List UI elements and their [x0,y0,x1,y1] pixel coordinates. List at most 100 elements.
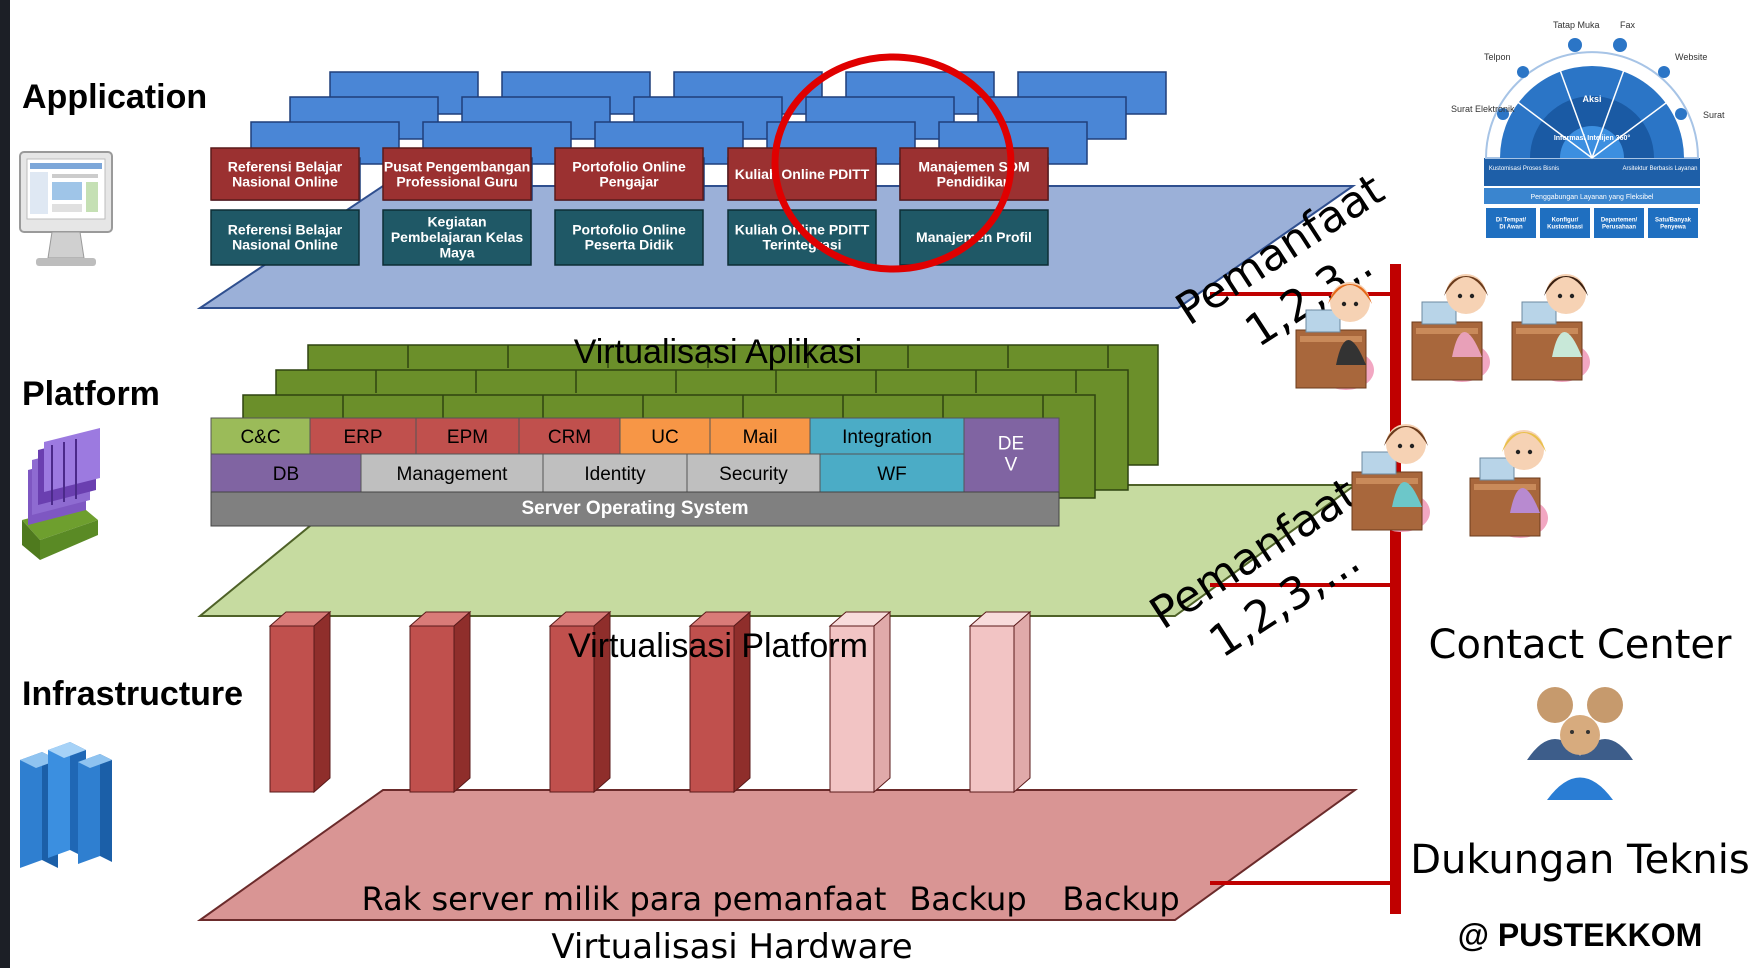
wheel-label-website: Website [1675,52,1707,62]
platform-block-label: Mail [743,427,778,448]
credit-label: @ PUSTEKKOM [1458,917,1703,953]
agent-hair [1328,284,1372,304]
backup-server-side [873,610,891,794]
infrastructure-layer [196,610,1359,921]
platform-block [542,453,688,493]
platform-block [709,417,811,455]
agent-body [1510,488,1540,513]
server-side [733,610,751,794]
agent-laptop [1521,301,1557,325]
agent-face [1546,274,1586,314]
layer-label-platform: Platform [22,375,160,413]
app-box-top [210,147,360,201]
agent-drawer [1516,328,1578,334]
platform-block-label: ERP [343,427,382,448]
app-box-bottom [382,209,532,266]
wheel-label-surat-elektronik: Surat Elektronik [1451,104,1515,114]
support-label: Dukungan Teknis [1410,837,1749,883]
layer-label-infrastructure: Infrastructure [22,675,243,713]
agent-body [1336,340,1366,365]
agent-hair [1384,426,1428,446]
platform-block-label: WF [877,464,907,485]
app-box-top [727,147,877,201]
platform-block-label: Integration [842,427,932,448]
platform-block [210,417,311,455]
agent-eye [1527,449,1533,455]
agent-face [1504,430,1544,470]
platform-block [619,417,711,455]
backup-label-2: Backup [1062,880,1179,918]
platform-block-label: UC [651,427,678,448]
backup-label-1: Backup [909,880,1026,918]
monitor-icon [19,151,113,266]
rack-label: Rak server milik para pemanfaat [362,880,887,918]
agent-eye [1353,301,1359,307]
agent-drawer [1416,328,1478,334]
platform-block [686,453,821,493]
wheel-label-tatap-muka: Tatap Muka [1553,20,1600,30]
agent-face [1330,282,1370,322]
wheel-strip: Penggabungan Layanan yang Fleksibel [1531,194,1654,201]
wheel-label-fax: Fax [1620,20,1636,30]
platform-block [819,453,965,493]
agent-hair [1502,432,1546,452]
app-box-bottom [554,209,704,266]
os-block [210,491,1060,527]
agent-eye [1515,449,1521,455]
server-side [593,610,611,794]
wheel-band-right: Arsitektur Berbasis Layanan [1622,166,1697,172]
wheel-footer-label: Di Tempat/Di Awan [1496,217,1527,230]
agent-body [1552,332,1582,357]
app-box-top-label: Kuliah Online PDITT [735,166,870,182]
caption-platform: Virtualisasi Platform [568,627,868,665]
server-rack [409,625,455,793]
platform-stack-icon [22,428,100,560]
platform-block-label: C&C [240,427,280,448]
backup-server-side [1013,610,1031,794]
agent-eye [1569,293,1575,299]
wheel-band-left: Kustomisasi Proses Bisnis [1489,166,1559,172]
wheel-label-surat: Surat [1703,110,1725,120]
connector-lines [1210,264,1401,914]
server-racks [268,610,1032,794]
app-box-bottom [210,209,360,266]
app-box-top [554,147,704,201]
agent-eye [1457,293,1463,299]
layer-label-application: Application [22,78,207,116]
wheel-footer-label: Konfigur/Kustomisasi [1547,217,1583,230]
wheel-center-aksi: Aksi [1582,94,1601,104]
agent-drawer [1474,484,1536,490]
contact-center-agents [1295,274,1590,538]
agent-face [1386,424,1426,464]
app-box-top [899,147,1049,201]
agent-eye [1469,293,1475,299]
platform-block [518,417,621,455]
app-box-bottom [727,209,877,266]
platform-block-label: Identity [584,464,646,485]
platform-block-label: Management [397,464,509,485]
server-side [453,610,471,794]
server-rack [269,625,315,793]
agent-drawer [1300,336,1362,342]
caption-infrastructure: Virtualisasi Hardware [551,927,912,967]
highlight-circle [771,53,1015,273]
platform-block [309,417,417,455]
agent-face [1446,274,1486,314]
agent-eye [1557,293,1563,299]
platform-block-label: Security [719,464,788,485]
wheel-footer-label: Departemen/Perusahaan [1601,217,1638,230]
wheel-center-info: Informasi Intelijen 360° [1554,134,1631,142]
agent-eye [1341,301,1347,307]
